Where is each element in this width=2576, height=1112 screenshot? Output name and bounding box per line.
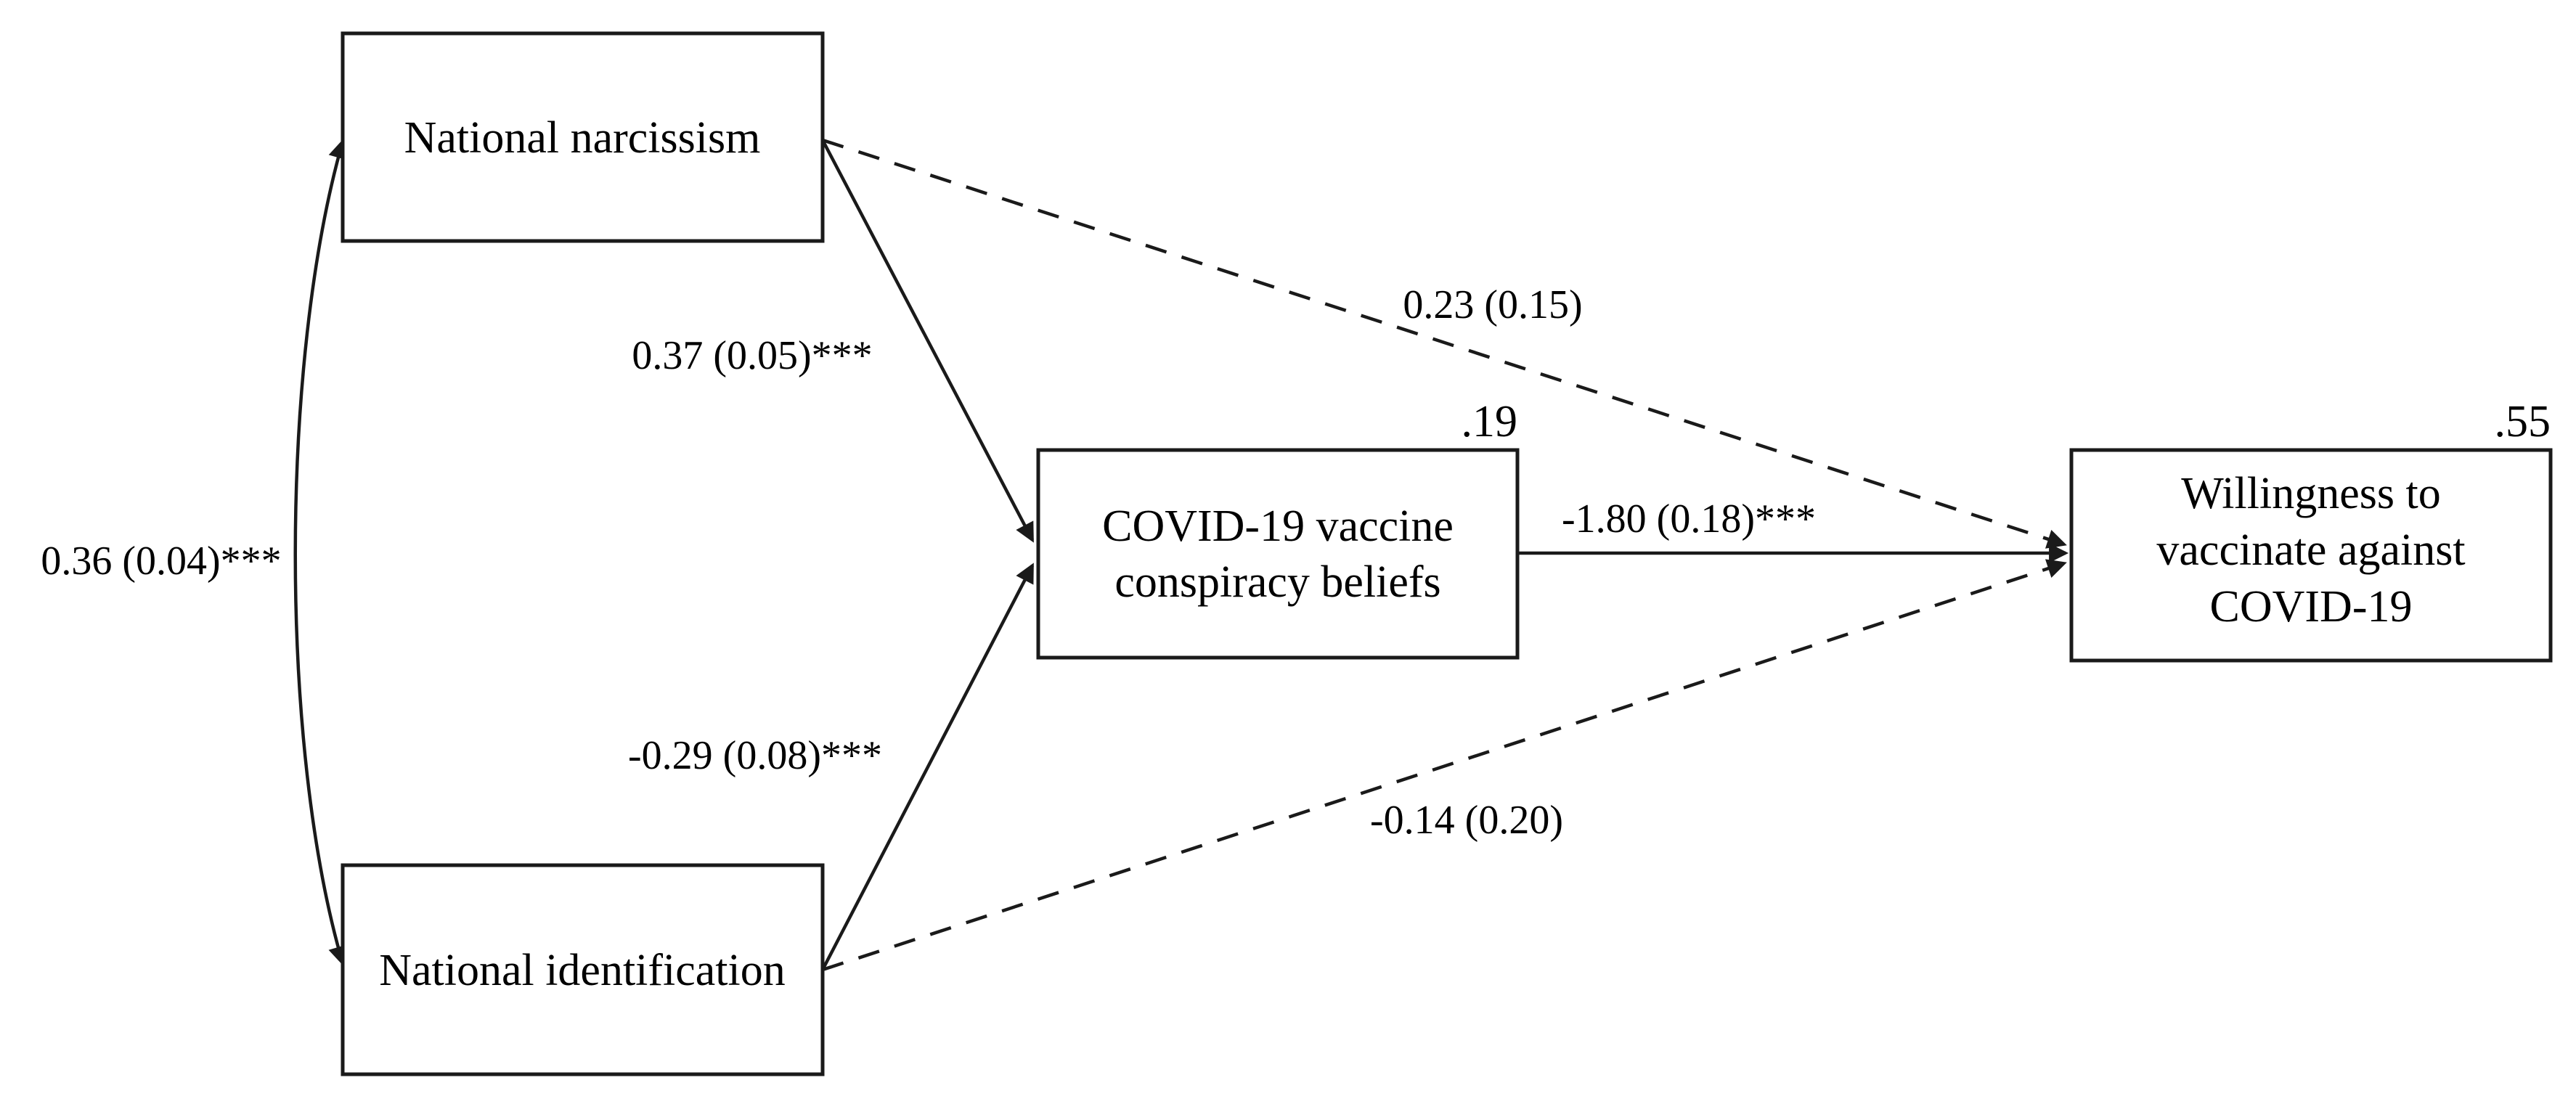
coef-narcissism-willingness: 0.23 (0.15) [1403, 282, 1582, 327]
node-conspiracy-beliefs [1036, 448, 1520, 660]
label-willingness-line2: vaccinate against [2156, 526, 2465, 575]
coef-conspiracy-willingness: -1.80 (0.18)*** [1562, 496, 1816, 541]
label-willingness-line3: COVID-19 [2210, 582, 2413, 631]
node-willingness-vaccinate [2069, 448, 2553, 663]
node-national-identification [341, 863, 825, 1076]
edge-narcissism-to-conspiracy [821, 139, 1034, 543]
edge-covariance-narcissism-identification [293, 139, 348, 966]
coef-identification-conspiracy: -0.29 (0.08)*** [628, 733, 882, 778]
label-willingness-line1: Willingness to [2181, 469, 2440, 518]
r2-willingness: .55 [2495, 397, 2551, 446]
r2-conspiracy: .19 [1462, 397, 1518, 446]
node-national-narcissism [341, 31, 825, 243]
edge-narcissism-to-willingness [822, 138, 2067, 549]
coef-covariance: 0.36 (0.04)*** [41, 539, 281, 584]
coef-narcissism-conspiracy: 0.37 (0.05)*** [632, 333, 872, 378]
edge-identification-to-willingness [822, 559, 2067, 972]
label-conspiracy-line1: COVID-19 vaccine [1102, 502, 1454, 551]
coef-identification-willingness: -0.14 (0.20) [1370, 798, 1563, 843]
label-national-identification: National identification [379, 946, 786, 995]
label-national-narcissism: National narcissism [404, 113, 761, 163]
label-conspiracy-line2: conspiracy beliefs [1114, 557, 1440, 607]
edge-identification-to-conspiracy [821, 563, 1034, 971]
